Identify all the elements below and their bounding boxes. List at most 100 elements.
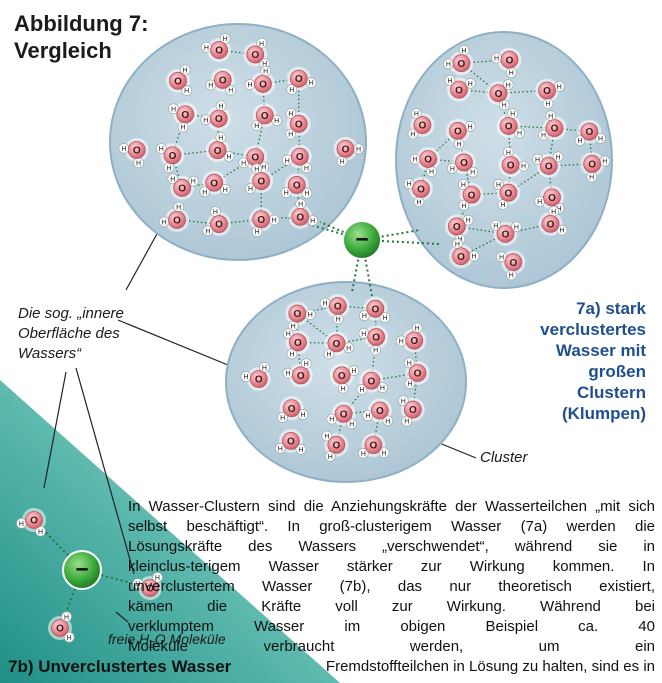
oxygen-label: O (251, 153, 259, 164)
oxygen-label: O (340, 409, 348, 420)
water-molecule: HHO (245, 163, 274, 194)
hydrogen-label: H (67, 635, 72, 642)
hydrogen-atom (61, 611, 72, 623)
free-label-subscript: 2 (149, 639, 155, 651)
hydrogen-atom (286, 84, 298, 95)
hydrogen-label: H (548, 113, 553, 120)
hydrogen-label: H (228, 88, 233, 95)
hydrogen-atom (465, 77, 476, 89)
water-molecule: HHO (249, 207, 280, 237)
hydrogen-atom (285, 128, 297, 140)
hydrogen-label: H (557, 206, 562, 213)
hydrogen-label: H (413, 157, 418, 164)
oxygen-atom (287, 176, 306, 194)
hydrogen-label: H (309, 80, 314, 87)
ion-bond (351, 239, 363, 293)
water-molecule: HHO (244, 65, 275, 96)
hydrogen-atom (403, 357, 415, 369)
hydrogen-atom (556, 224, 568, 236)
oxygen-atom (543, 188, 561, 207)
hydrogen-atom (378, 447, 390, 459)
hydrogen-label: H (381, 450, 386, 457)
oxygen-label: O (507, 161, 515, 172)
hydrogen-label: H (278, 446, 283, 453)
hydrogen-label: H (468, 124, 473, 131)
water-molecule: HHO (48, 611, 75, 643)
hydrogen-label: H (557, 84, 562, 91)
hydrogen-label: H (191, 179, 196, 186)
hydrogen-label: H (274, 118, 279, 125)
hydrogen-atom (297, 409, 309, 420)
ion-sign: − (355, 226, 368, 252)
hydrogen-label: H (218, 135, 223, 142)
hydrogen-label: H (38, 529, 43, 536)
oxygen-label: O (505, 122, 513, 133)
oxygen-label: O (453, 222, 461, 233)
hydrogen-atom (277, 412, 288, 423)
oxygen-atom (419, 150, 438, 168)
oxygen-atom (176, 105, 195, 124)
water-molecule: HHO (285, 108, 311, 140)
water-molecule: HHO (277, 396, 309, 423)
hydrogen-label: H (202, 189, 207, 196)
oxygen-label: O (458, 59, 466, 70)
oxygen-label: O (454, 126, 462, 137)
oxygen-atom (413, 116, 432, 134)
hydrogen-label: H (589, 175, 594, 182)
oxygen-atom (583, 155, 602, 173)
water-molecule: HHO (285, 301, 316, 332)
hydrogen-atom (356, 384, 368, 395)
oxygen-atom (504, 253, 523, 272)
hydrogen-label: H (304, 191, 309, 198)
water-molecule: HHO (251, 103, 283, 131)
hydrogen-atom (410, 108, 422, 119)
oxygen-atom (282, 432, 300, 450)
pointer-line (75, 367, 135, 575)
caption-7a-line: (Klumpen) (561, 404, 646, 423)
oxygen-label: O (214, 146, 222, 157)
hydrogen-label: H (203, 117, 208, 124)
oxygen-label: O (251, 50, 259, 61)
figure-title: Abbildung 7: (14, 11, 149, 36)
oxygen-atom (210, 41, 228, 59)
hydrogen-atom (199, 186, 211, 198)
hydrogen-label: H (284, 190, 289, 197)
hydrogen-label: H (373, 348, 378, 355)
oxygen-atom (367, 328, 386, 346)
water-molecule: HHO (199, 170, 231, 198)
water-molecule: HHO (458, 179, 484, 211)
oxygen-label: O (460, 158, 468, 169)
hydrogen-atom (152, 572, 163, 583)
body-text-line: selbst beschäftigt“. In groß-clusterigem… (128, 518, 655, 535)
hydrogen-label: H (551, 209, 556, 216)
oxygen-label: O (169, 151, 177, 162)
oxygen-label: O (257, 215, 265, 226)
hydrogen-atom (401, 415, 413, 427)
hydrogen-atom (323, 348, 335, 360)
hydrogen-atom (301, 187, 313, 199)
oxygen-atom (450, 80, 468, 99)
hydrogen-label: H (329, 417, 334, 424)
pointer-line (115, 611, 129, 623)
hydrogen-atom (282, 328, 294, 339)
hydrogen-label: H (218, 103, 223, 110)
hydrogen-label: H (19, 521, 24, 528)
hydrogen-label: H (223, 36, 228, 43)
water-cluster (109, 23, 367, 261)
hydrogen-atom (490, 219, 502, 231)
hydrogen-label: H (502, 102, 507, 109)
hydrogen-label: H (450, 166, 455, 173)
oxygen-label: O (370, 441, 378, 452)
oxygen-atom (290, 147, 309, 166)
oxygen-label: O (468, 190, 476, 201)
hydrogen-atom (179, 64, 191, 76)
hydrogen-label: H (247, 82, 252, 89)
hydrogen-label: H (521, 164, 526, 171)
